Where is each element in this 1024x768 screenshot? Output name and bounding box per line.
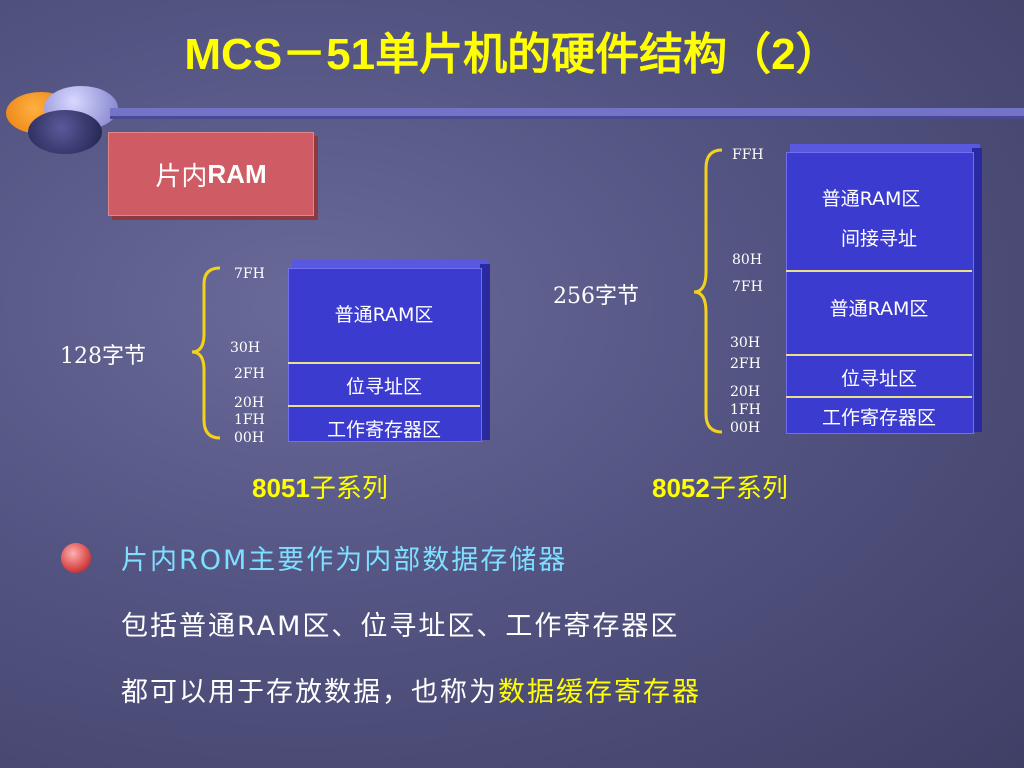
segment-bit-addressable: 位寻址区	[840, 368, 917, 390]
series-label-8051: 8051子系列	[252, 468, 388, 505]
segment-upper-ram: 普通RAM区	[821, 188, 921, 210]
block-side-face	[480, 264, 490, 440]
addr-7fh: 7FH	[234, 266, 265, 282]
series-number-8052: 8052	[652, 473, 710, 503]
divider-20h	[288, 405, 480, 407]
bytes-label-128: 128字节	[60, 344, 146, 369]
segment-working-registers: 工作寄存器区	[821, 407, 936, 429]
addr-00h: 00H	[730, 420, 761, 436]
addr-2fh: 2FH	[234, 366, 265, 382]
addr-30h: 30H	[230, 340, 261, 356]
block-front-face	[288, 268, 482, 442]
bullet-line-1: 片内ROM主要作为内部数据存储器	[121, 545, 568, 576]
divider-30h	[786, 354, 972, 356]
memory-block-8052: 普通RAM区 间接寻址 普通RAM区 位寻址区 工作寄存器区	[786, 144, 982, 434]
bytes-label-256: 256字节	[553, 284, 639, 309]
title-underline	[110, 108, 1024, 116]
segment-indirect-addressing: 间接寻址	[840, 228, 917, 250]
addr-1fh: 1FH	[234, 412, 265, 428]
addr-20h: 20H	[234, 395, 265, 411]
divider-20h	[786, 396, 972, 398]
divider-30h	[288, 362, 480, 364]
memory-block-8051: 普通RAM区 位寻址区 工作寄存器区	[288, 260, 490, 442]
addr-20h: 20H	[730, 384, 761, 400]
brace-left	[191, 266, 221, 440]
block-top-face	[790, 144, 980, 152]
bullet-line-3-plain: 都可以用于存放数据，也称为	[121, 677, 498, 708]
segment-general-ram: 普通RAM区	[829, 298, 929, 320]
series-label-8052: 8052子系列	[652, 468, 788, 505]
ram-label-prefix: 片内	[155, 161, 208, 192]
title-underline-shadow	[110, 116, 1024, 119]
bullet-line-3: 都可以用于存放数据，也称为数据缓存寄存器	[121, 670, 701, 709]
segment-bit-addressable: 位寻址区	[345, 376, 422, 398]
addr-30h: 30H	[730, 335, 761, 351]
bullet-line-3-highlight: 数据缓存寄存器	[498, 677, 701, 708]
bullet-line-2: 包括普通RAM区、位寻址区、工作寄存器区	[121, 611, 680, 642]
segment-general-ram: 普通RAM区	[334, 304, 434, 326]
block-top-face	[292, 260, 488, 268]
bullet-dot-icon	[61, 543, 91, 573]
brace-right	[693, 148, 723, 434]
addr-2fh: 2FH	[730, 356, 761, 372]
series-text-8051: 子系列	[309, 474, 388, 504]
series-text-8052: 子系列	[709, 474, 788, 504]
addr-7fh: 7FH	[732, 279, 763, 295]
block-front-face	[786, 152, 974, 434]
series-number-8051: 8051	[252, 473, 310, 503]
addr-ffh: FFH	[732, 147, 764, 163]
navy-orb-decoration	[28, 110, 102, 154]
segment-working-registers: 工作寄存器区	[326, 419, 441, 441]
ram-label-bold: RAM	[207, 158, 267, 189]
block-side-face	[972, 148, 982, 432]
slide-title: MCS－51单片机的硬件结构（2）	[184, 30, 840, 79]
addr-1fh: 1FH	[730, 402, 761, 418]
addr-80h: 80H	[732, 252, 763, 268]
divider-80h	[786, 270, 972, 272]
addr-00h: 00H	[234, 430, 265, 446]
